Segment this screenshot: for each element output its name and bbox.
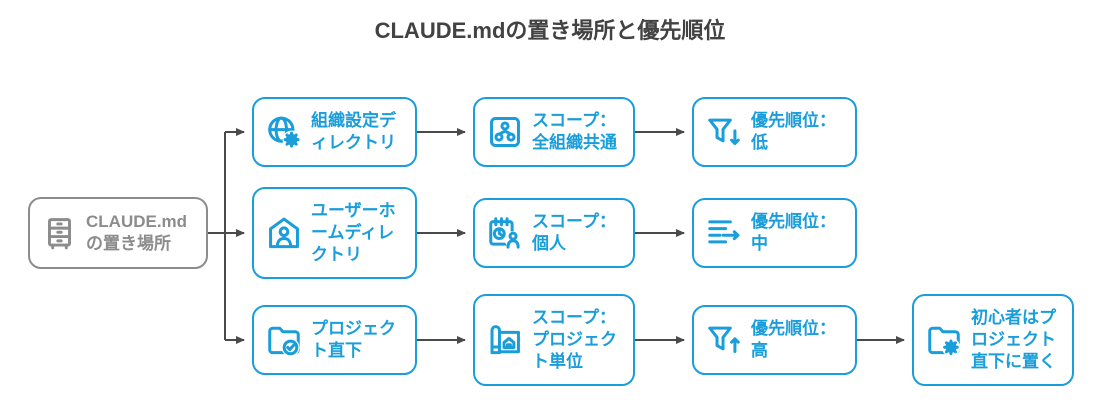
node-priority-medium: 優先順位： 中	[692, 198, 857, 268]
globe-gear-icon	[265, 113, 303, 151]
node-label: スコープ： プロジェク ト単位	[532, 308, 617, 371]
node-scope-organization-wide: スコープ： 全組織共通	[473, 97, 635, 167]
node-label: スコープ： 全組織共通	[532, 111, 617, 152]
org-chart-frame-icon	[486, 113, 524, 151]
node-label: CLAUDE.md の置き場所	[86, 212, 188, 253]
home-user-icon	[265, 214, 303, 252]
node-label: 優先順位： 中	[751, 212, 836, 253]
calendar-user-icon	[486, 214, 524, 252]
node-user-home-directory: ユーザーホ ームディレ クトリ	[252, 187, 417, 279]
node-label: ユーザーホ ームディレ クトリ	[311, 201, 396, 264]
drawer-cabinet-icon	[41, 215, 78, 252]
node-org-settings-directory: 組織設定デ ィレクトリ	[252, 97, 417, 167]
node-label: 組織設定デ ィレクトリ	[311, 111, 396, 152]
node-priority-low: 優先順位： 低	[692, 97, 857, 167]
blueprint-home-icon	[486, 321, 524, 359]
node-project-root: プロジェク ト直下	[252, 305, 417, 375]
node-label: スコープ： 個人	[532, 212, 616, 253]
node-beginner-advice: 初心者はプ ロジェクト 直下に置く	[912, 294, 1074, 386]
node-label: プロジェク ト直下	[311, 319, 396, 360]
list-arrow-icon	[705, 214, 743, 252]
node-scope-per-project: スコープ： プロジェク ト単位	[473, 294, 635, 386]
node-label: 優先順位： 高	[751, 319, 836, 360]
diagram-title: CLAUDE.mdの置き場所と優先順位	[374, 18, 726, 43]
filter-down-icon	[705, 113, 743, 151]
folder-check-icon	[265, 321, 303, 359]
node-claude-md-location: CLAUDE.md の置き場所	[28, 197, 208, 269]
node-label: 初心者はプ ロジェクト 直下に置く	[971, 308, 1056, 371]
filter-up-icon	[705, 321, 743, 359]
node-scope-personal: スコープ： 個人	[473, 198, 635, 268]
node-label: 優先順位： 低	[751, 111, 836, 152]
folder-gear-icon	[925, 321, 963, 359]
node-priority-high: 優先順位： 高	[692, 305, 857, 375]
